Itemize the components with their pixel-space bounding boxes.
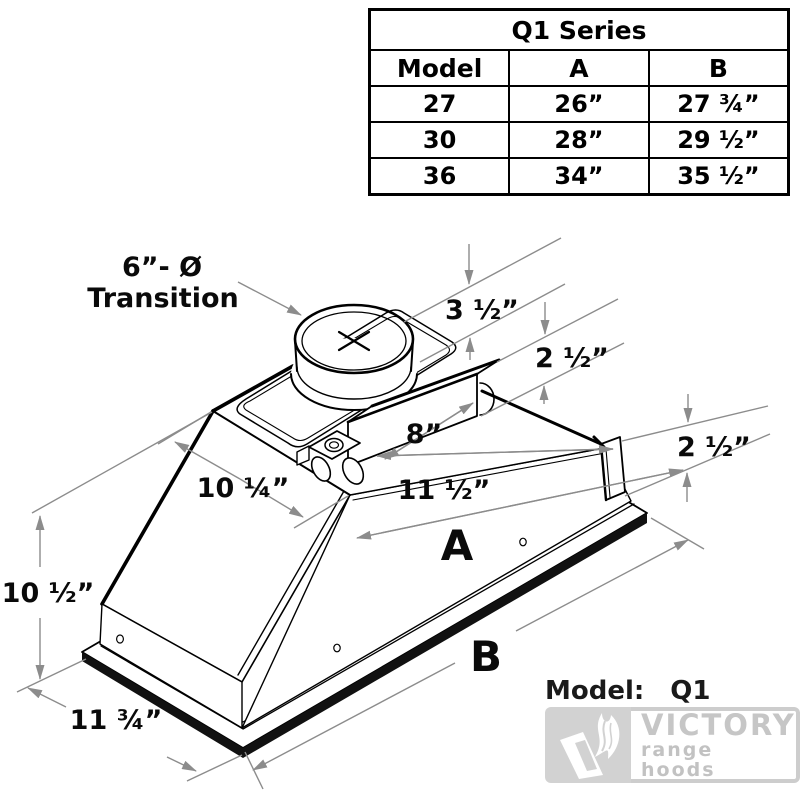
table-cell: 36 (368, 157, 511, 196)
transition-label-line1: 6”- Ø (122, 252, 202, 283)
logo-v-flame-icon (560, 713, 620, 779)
center-cross-mark (337, 330, 371, 352)
spec-table: Q1 Series Model A B 27 26” 27 ¾” 30 28” … (368, 8, 790, 196)
table-header-b: B (647, 49, 790, 87)
dim-b-label: B (470, 632, 502, 681)
table-cell: 28” (508, 121, 650, 159)
table-row: 30 28” 29 ½” (368, 121, 790, 159)
dim-opening-width: 11 ½” (398, 475, 491, 506)
dim-right-height: 2 ½” (677, 432, 751, 463)
table-header-row: Model A B (368, 49, 790, 87)
transition-leader-line (237, 281, 302, 316)
dim-overall-depth: 11 ¾” (70, 705, 163, 736)
table-cell: 27 (368, 85, 511, 123)
screw-hole (519, 537, 527, 547)
dim-box-length: 8” (406, 419, 443, 450)
table-cell: 34” (508, 157, 650, 196)
screw-hole (115, 634, 124, 644)
transition-collar (290, 303, 418, 411)
table-cell: 27 ¾” (647, 85, 790, 123)
table-row: 36 34” 35 ½” (368, 157, 790, 196)
logo-mark (545, 707, 631, 783)
table-cell: 26” (508, 85, 650, 123)
dim-slope-length: 10 ¼” (197, 473, 290, 504)
table-cell: 30 (368, 121, 511, 159)
dim-box-height: 2 ½” (535, 343, 609, 374)
victory-logo: VICTORY range hoods (545, 707, 800, 783)
table-cell: 35 ½” (647, 157, 790, 196)
model-value: Q1 (670, 676, 711, 706)
table-title-row: Q1 Series (368, 8, 790, 51)
logo-tagline-text: range hoods (641, 739, 716, 781)
screw-hole (333, 643, 341, 653)
dimensions (16, 237, 771, 790)
model-caption: Model: Q1 (545, 676, 711, 706)
table-row: 27 26” 27 ¾” (368, 85, 790, 123)
table-header-model: Model (368, 49, 511, 87)
model-label: Model: (545, 676, 645, 706)
dim-overall-height: 10 ½” (2, 578, 95, 609)
transition-label-line2: Transition (87, 283, 238, 314)
table-title: Q1 Series (368, 8, 790, 51)
logo-brand-text: VICTORY (641, 708, 796, 742)
table-cell: 29 ½” (647, 121, 790, 159)
logo-text-block: VICTORY range hoods (631, 707, 800, 783)
dim-collar-height: 3 ½” (445, 295, 519, 326)
dim-a-label: A (441, 521, 474, 570)
table-header-a: A (508, 49, 650, 87)
cable-clamp (296, 430, 365, 485)
